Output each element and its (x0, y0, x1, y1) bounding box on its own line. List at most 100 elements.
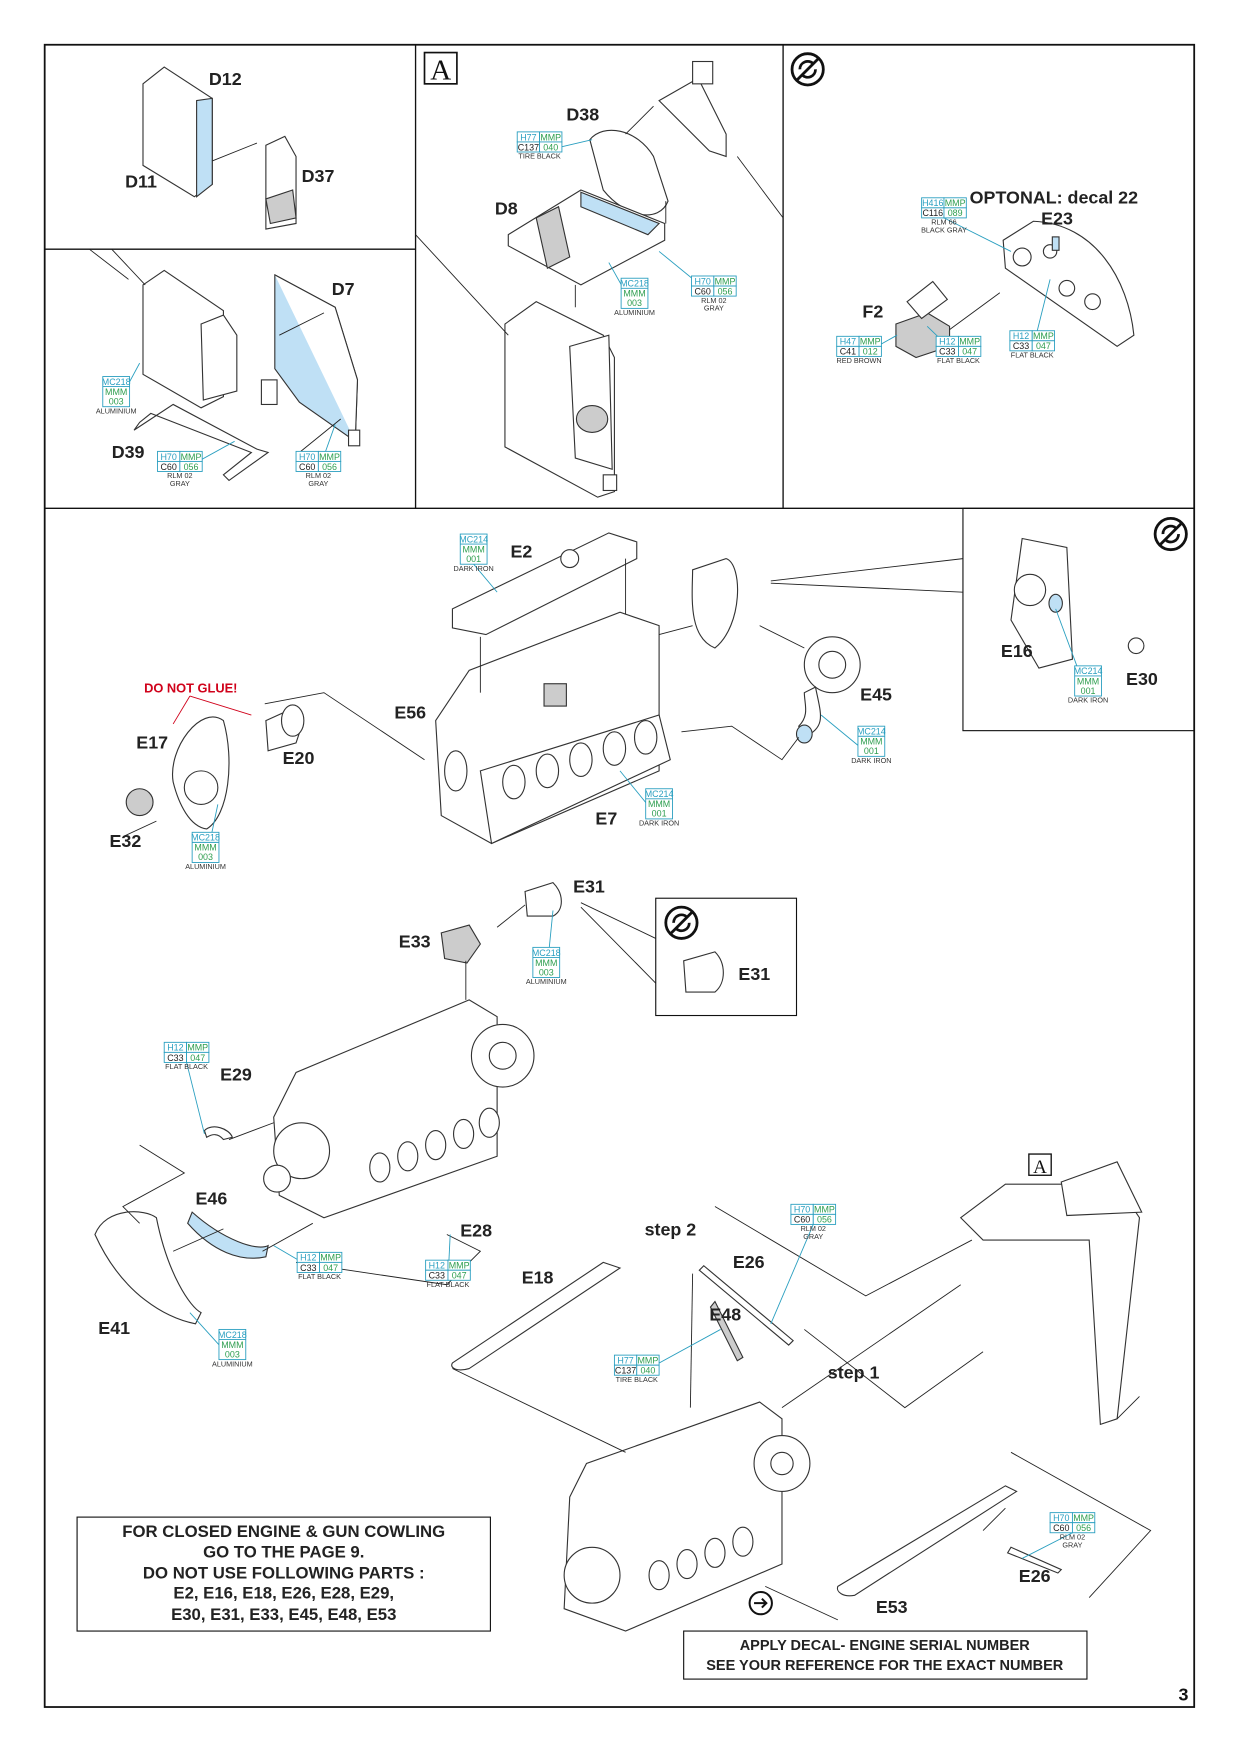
svg-text:DARK IRON: DARK IRON (851, 756, 891, 765)
svg-text:ALUMINIUM: ALUMINIUM (526, 977, 567, 986)
svg-text:DARK IRON: DARK IRON (454, 564, 494, 573)
svg-text:MMM: MMM (648, 799, 670, 809)
label-E26: E26 (733, 1252, 765, 1272)
svg-text:C33: C33 (167, 1053, 183, 1063)
label-E26-lower: E26 (1019, 1566, 1051, 1586)
svg-text:RLM 02: RLM 02 (701, 296, 726, 305)
svg-text:047: 047 (190, 1053, 205, 1063)
svg-text:GO TO THE PAGE 9.: GO TO THE PAGE 9. (203, 1542, 364, 1561)
svg-text:001: 001 (1081, 686, 1096, 696)
svg-text:003: 003 (539, 967, 554, 977)
part-drawings (94, 60, 1145, 1632)
svg-text:H70: H70 (299, 452, 315, 462)
label-E31-inset: E31 (738, 964, 770, 984)
svg-text:H12: H12 (167, 1043, 183, 1053)
label-E48: E48 (709, 1304, 741, 1324)
label-E32: E32 (109, 831, 141, 851)
label-E23: E23 (1041, 209, 1073, 229)
svg-text:C60: C60 (160, 462, 176, 472)
svg-text:MMP: MMP (959, 337, 980, 347)
svg-text:C60: C60 (794, 1215, 810, 1225)
svg-text:MMM: MMM (221, 1340, 243, 1350)
svg-text:MMP: MMP (860, 337, 881, 347)
decal-note: APPLY DECAL- ENGINE SERIAL NUMBER SEE YO… (683, 1630, 1088, 1680)
svg-text:RLM 02: RLM 02 (1060, 1532, 1085, 1541)
svg-text:H70: H70 (160, 452, 176, 462)
svg-text:DARK IRON: DARK IRON (639, 819, 679, 828)
svg-text:003: 003 (198, 852, 213, 862)
frame (43, 43, 1196, 1708)
svg-text:056: 056 (718, 286, 733, 296)
svg-text:ALUMINIUM: ALUMINIUM (96, 406, 137, 415)
svg-text:H77: H77 (520, 132, 536, 142)
svg-text:047: 047 (1036, 341, 1051, 351)
svg-text:ALUMINIUM: ALUMINIUM (212, 1359, 253, 1368)
svg-text:056: 056 (1076, 1523, 1091, 1533)
label-E30: E30 (1126, 669, 1158, 689)
label-D37: D37 (302, 166, 335, 186)
svg-text:H70: H70 (794, 1205, 810, 1215)
svg-text:H12: H12 (429, 1261, 445, 1271)
svg-text:E2, E16, E18, E26, E28, E29,: E2, E16, E18, E26, E28, E29, (173, 1584, 394, 1603)
svg-text:C33: C33 (300, 1263, 316, 1273)
label-E46: E46 (195, 1188, 227, 1208)
svg-text:040: 040 (640, 1366, 655, 1376)
svg-text:047: 047 (962, 347, 977, 357)
label-E53: E53 (876, 1597, 908, 1617)
svg-text:A: A (430, 54, 451, 86)
svg-text:H12: H12 (300, 1253, 316, 1263)
svg-text:FLAT BLACK: FLAT BLACK (165, 1062, 208, 1071)
svg-text:MMP: MMP (320, 1253, 341, 1263)
label-F2: F2 (862, 301, 883, 321)
label-step-1: step 1 (828, 1363, 880, 1383)
svg-text:C33: C33 (939, 347, 955, 357)
label-D11: D11 (125, 172, 157, 192)
svg-text:003: 003 (627, 298, 642, 308)
svg-text:001: 001 (466, 554, 481, 564)
svg-text:FLAT BLACK: FLAT BLACK (427, 1280, 470, 1289)
svg-text:C137: C137 (615, 1366, 636, 1376)
svg-text:MC218: MC218 (532, 948, 561, 958)
label-E41: E41 (98, 1318, 130, 1338)
label-E29: E29 (220, 1064, 252, 1084)
svg-text:MMM: MMM (105, 387, 127, 397)
svg-text:GRAY: GRAY (1062, 1540, 1082, 1549)
svg-text:H70: H70 (1053, 1513, 1069, 1523)
svg-text:RLM 66: RLM 66 (931, 218, 956, 227)
svg-text:MMP: MMP (638, 1356, 659, 1366)
label-E56: E56 (394, 702, 426, 722)
label-E18: E18 (522, 1268, 554, 1288)
page-number: 3 (1179, 1684, 1189, 1704)
svg-text:056: 056 (322, 462, 337, 472)
svg-text:C60: C60 (694, 286, 710, 296)
do-not-glue-warning: DO NOT GLUE! (144, 681, 237, 696)
svg-text:DO NOT USE FOLLOWING PARTS :: DO NOT USE FOLLOWING PARTS : (143, 1564, 425, 1583)
label-D38: D38 (566, 105, 599, 125)
svg-text:MMP: MMP (449, 1261, 470, 1271)
optional-symbol-icon (664, 905, 699, 940)
svg-text:C60: C60 (1053, 1523, 1069, 1533)
assembly-lines (89, 105, 1152, 1621)
svg-text:MMP: MMP (1033, 331, 1054, 341)
svg-text:056: 056 (184, 462, 199, 472)
svg-text:012: 012 (863, 347, 878, 357)
label-E7: E7 (595, 808, 617, 828)
svg-text:E30, E31, E33, E45, E48, E53: E30, E31, E33, E45, E48, E53 (171, 1605, 396, 1624)
label-E16: E16 (1001, 641, 1033, 661)
optional-symbol-icon (790, 52, 825, 87)
label-E20: E20 (283, 748, 315, 768)
svg-text:RLM 02: RLM 02 (801, 1224, 826, 1233)
